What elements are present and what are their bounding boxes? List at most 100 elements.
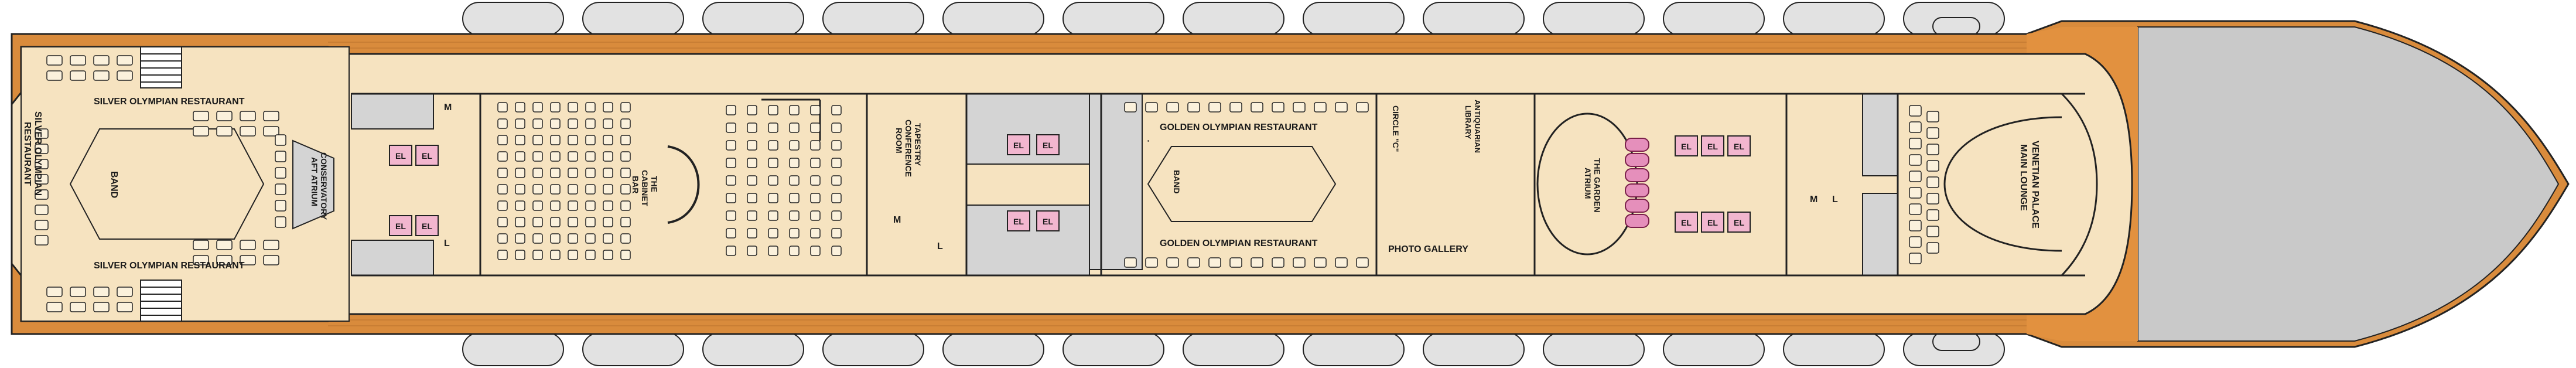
elevator-label: EL	[1043, 141, 1053, 150]
table	[585, 102, 596, 113]
table	[93, 302, 110, 312]
table	[585, 118, 596, 129]
table	[532, 102, 543, 113]
aft-stair-treads	[141, 53, 182, 316]
lifeboat	[1303, 2, 1405, 36]
table	[1145, 257, 1158, 268]
table	[1208, 102, 1221, 113]
silver-restaurant-bottom-label: SILVER OLYMPIAN RESTAURANT	[94, 261, 245, 271]
lifeboat	[1423, 332, 1525, 366]
cabinet-label-2: CABINET	[640, 170, 650, 207]
table	[603, 233, 613, 244]
table	[550, 102, 561, 113]
table	[568, 217, 578, 227]
golden-restaurant-bottom-label: GOLDEN OLYMPIAN RESTAURANT	[1160, 238, 1318, 248]
table	[620, 102, 631, 113]
table	[831, 228, 842, 238]
lifeboat	[1783, 2, 1885, 36]
table	[532, 217, 543, 227]
table	[532, 233, 543, 244]
table	[1926, 193, 1939, 205]
table	[515, 250, 525, 260]
table	[240, 126, 256, 137]
table	[768, 158, 778, 168]
table	[240, 111, 256, 121]
elevator	[415, 215, 439, 236]
table	[810, 246, 821, 256]
golden-band-stage	[1147, 146, 1337, 222]
lifeboat	[942, 2, 1044, 36]
lifeboat	[1663, 2, 1765, 36]
interior-walls	[351, 93, 2085, 277]
table	[620, 250, 631, 260]
table	[70, 302, 86, 312]
elevator-label: EL	[422, 222, 432, 231]
table	[603, 168, 613, 178]
table	[1314, 102, 1327, 113]
cabinet-label-3: BAR	[631, 176, 640, 193]
table	[620, 151, 631, 162]
elevator	[1007, 134, 1030, 155]
cabinet-bar-counter	[667, 145, 700, 224]
table	[70, 287, 86, 297]
table	[515, 135, 525, 145]
elevator-label: EL	[1734, 142, 1744, 151]
elevator	[1675, 135, 1698, 156]
table	[1926, 242, 1939, 254]
golden-restaurant-top-label: GOLDEN OLYMPIAN RESTAURANT	[1160, 122, 1318, 132]
table	[497, 250, 508, 260]
table	[726, 158, 736, 168]
table	[568, 118, 578, 129]
lifeboat	[702, 2, 804, 36]
table	[193, 240, 209, 250]
table	[568, 184, 578, 195]
table	[789, 246, 800, 256]
table	[1166, 102, 1179, 113]
restroom-marker: L	[444, 238, 450, 248]
table	[532, 200, 543, 211]
table	[603, 102, 613, 113]
table	[497, 151, 508, 162]
elevator-label: EL	[395, 151, 406, 161]
table	[550, 250, 561, 260]
table	[1909, 187, 1922, 199]
table	[1251, 102, 1263, 113]
table	[1356, 102, 1369, 113]
library-label-1: ANTIQUARIAN	[1473, 100, 1482, 153]
table	[1926, 160, 1939, 172]
lifeboat	[822, 332, 924, 366]
table	[620, 184, 631, 195]
elevator-label: EL	[422, 151, 432, 161]
table	[585, 151, 596, 162]
table	[789, 228, 800, 238]
table	[810, 193, 821, 203]
dining-tables	[35, 55, 1939, 312]
table	[810, 122, 821, 133]
conservatory-label-1: CONSERVATORY	[319, 152, 329, 220]
table	[603, 200, 613, 211]
table	[747, 246, 757, 256]
table	[1335, 102, 1348, 113]
table	[747, 193, 757, 203]
table	[93, 287, 110, 297]
aft-band-stage	[69, 128, 265, 240]
table	[768, 210, 778, 221]
table	[46, 287, 63, 297]
lifeboat	[1783, 332, 1885, 366]
table	[747, 158, 757, 168]
table	[620, 168, 631, 178]
lifeboat	[1062, 332, 1164, 366]
table	[810, 210, 821, 221]
lifeboat	[582, 332, 684, 366]
table	[831, 158, 842, 168]
table	[768, 175, 778, 186]
venetian-label-2: MAIN LOUNGE	[2018, 144, 2028, 211]
table	[515, 151, 525, 162]
table	[35, 174, 49, 185]
small-boat	[1932, 332, 1980, 351]
table	[620, 217, 631, 227]
table	[216, 126, 233, 137]
table	[831, 140, 842, 151]
